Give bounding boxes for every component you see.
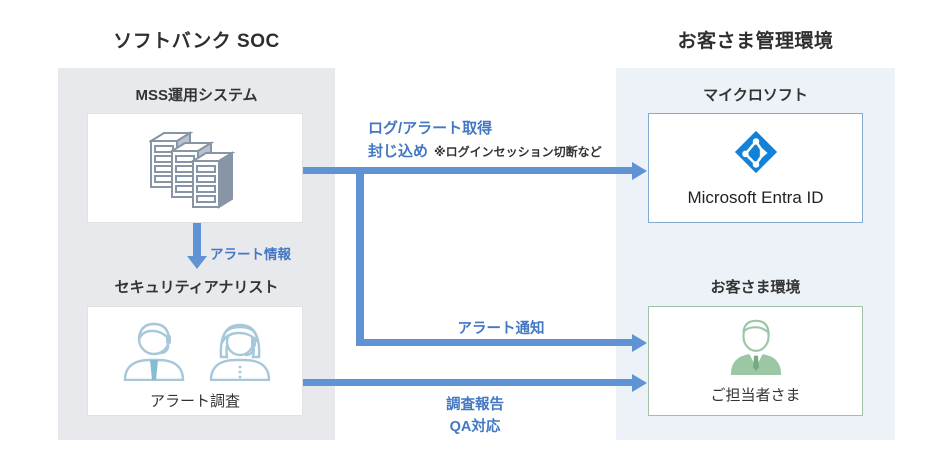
- log-alert-arrowhead-icon: [632, 162, 647, 180]
- alert-notice-label: アラート通知: [457, 321, 545, 337]
- analysts-headset-icon: [117, 317, 273, 386]
- customer-env-box: ご担当者さま: [648, 306, 863, 416]
- branch-connector: [356, 167, 364, 346]
- alert-info-label: アラート情報: [210, 247, 291, 262]
- alert-notice-arrowhead-icon: [632, 334, 647, 352]
- contact-person-icon: [727, 317, 785, 380]
- report-arrowhead-icon: [632, 374, 647, 392]
- softbank-soc-title: ソフトバンク SOC: [113, 31, 280, 52]
- report-arrow: [303, 379, 632, 386]
- containment-note: ※ログインセッション切断など: [434, 145, 602, 159]
- report-label: 調査報告 QA対応: [375, 394, 575, 438]
- contact-person-label: ご担当者さま: [710, 387, 801, 404]
- alert-investigation-label: アラート調査: [149, 393, 240, 410]
- microsoft-entra-box: Microsoft Entra ID: [648, 113, 863, 223]
- server-stack-icon: [147, 123, 241, 214]
- log-alert-arrow: [303, 167, 632, 174]
- entra-id-icon: [733, 129, 779, 180]
- security-analyst-box: アラート調査: [87, 306, 303, 416]
- alert-info-arrowhead-icon: [187, 256, 207, 269]
- microsoft-title: マイクロソフト: [703, 87, 808, 104]
- customer-env-title: お客さま環境: [710, 279, 801, 296]
- containment-text: 封じ込め: [368, 143, 429, 160]
- log-alert-label: ログ/アラート取得: [368, 120, 493, 137]
- mss-system-box: [87, 113, 303, 223]
- containment-label: 封じ込め ※ログインセッション切断など: [368, 140, 602, 161]
- entra-id-label: Microsoft Entra ID: [687, 187, 824, 207]
- alert-notice-arrow: [356, 339, 632, 346]
- report-line2: QA対応: [449, 419, 501, 435]
- customer-managed-title: お客さま管理環境: [677, 31, 834, 52]
- report-line1: 調査報告: [446, 397, 504, 413]
- mss-system-title: MSS運用システム: [135, 87, 258, 104]
- security-analyst-title: セキュリティアナリスト: [114, 279, 279, 296]
- alert-info-arrow: [193, 223, 201, 257]
